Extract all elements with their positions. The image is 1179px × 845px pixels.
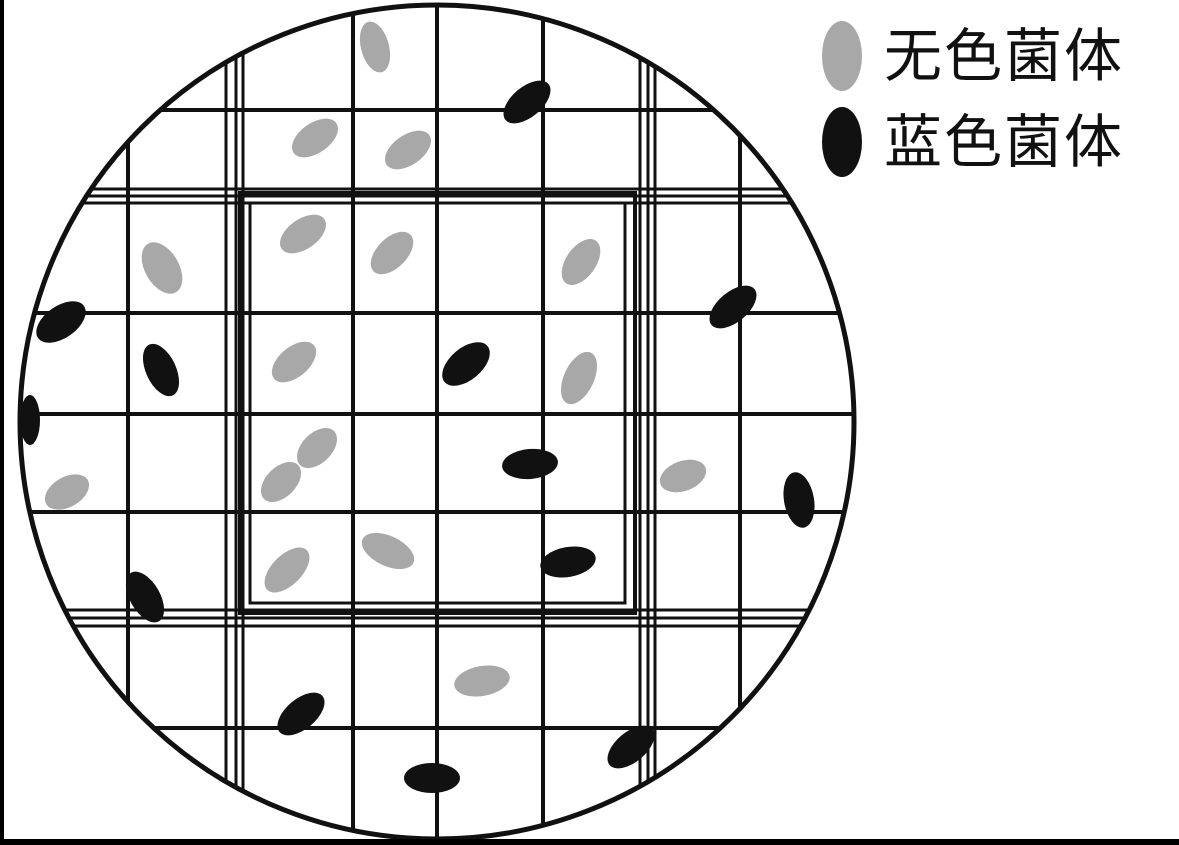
blue-cell [442,342,490,386]
legend-label-blue: 蓝色菌体 [884,108,1125,176]
image-bottom-border [0,839,1179,845]
blue-cell [277,692,325,736]
blue-cell [36,301,86,343]
colorless-cell [264,547,310,593]
blue-cell [125,571,165,623]
blue-cell [783,472,815,528]
colorless-cell [44,474,90,510]
colorless-cell [260,461,302,503]
cell-layer [20,21,815,822]
blue-cell-swatch-icon [822,107,862,177]
colorless-cell [359,21,391,73]
legend-item-blue: 蓝色菌体 [822,102,1124,182]
counting-grid [20,5,854,839]
colorless-cell [385,130,431,170]
blue-cell [503,80,551,124]
blue-cell [20,395,40,445]
legend-label-colorless: 无色菌体 [884,22,1125,90]
colorless-cell [141,242,183,294]
blue-cell [404,763,460,793]
colorless-cell [271,341,317,383]
colorless-cell [560,351,598,405]
blue-cell [142,343,180,397]
colorless-cell [561,239,601,285]
colorless-cell-swatch-icon [822,21,862,91]
colorless-cell [370,231,414,275]
image-left-border [0,0,4,845]
blue-cell [540,546,596,578]
colorless-cell [280,214,326,254]
colorless-cell [361,532,415,570]
colorless-cell [292,118,338,158]
blue-cell [607,725,655,769]
central-square-outline [238,191,637,615]
blue-cell [709,285,757,329]
blue-cell [502,448,558,480]
colorless-cell [659,459,707,493]
legend-item-colorless: 无色菌体 [822,16,1124,96]
colorless-cell [454,665,510,697]
central-square-inner-outline [248,201,627,605]
colorless-cell [296,427,338,469]
colorless-cell [20,802,27,822]
